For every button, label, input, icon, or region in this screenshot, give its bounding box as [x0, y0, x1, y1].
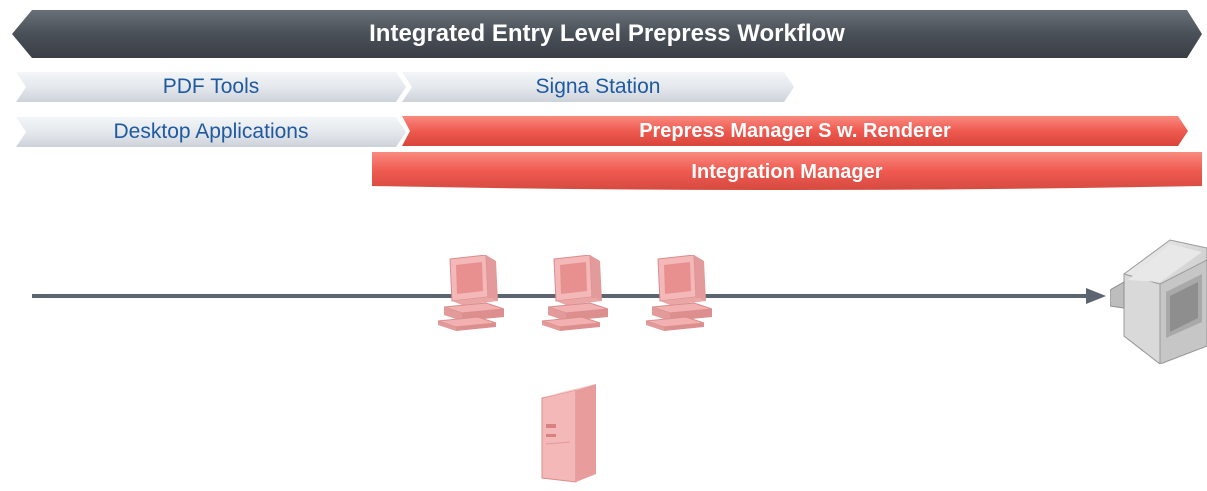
signa-station-label: Signa Station	[535, 75, 661, 98]
desktop-applications-label: Desktop Applications	[113, 120, 309, 143]
integration-manager-band: Integration Manager	[372, 152, 1202, 192]
server-tower-icon	[541, 384, 596, 483]
integration-manager-label: Integration Manager	[691, 160, 883, 183]
workflow-title-banner: Integrated Entry Level Prepress Workflow	[12, 10, 1202, 58]
prepress-manager-band: Prepress Manager S w. Renderer	[402, 114, 1188, 148]
printer-device-icon	[1110, 239, 1207, 364]
workstation-icon	[541, 255, 609, 331]
workstation-icon	[645, 255, 713, 331]
chevron-pdf-tools: PDF Tools	[16, 72, 406, 102]
banner-shape	[12, 10, 1202, 58]
chevron-desktop-applications: Desktop Applications	[16, 117, 406, 147]
pdf-tools-label: PDF Tools	[162, 75, 260, 98]
workstation-icon	[437, 255, 505, 331]
chevron-signa-station: Signa Station	[402, 72, 794, 102]
prepress-manager-label: Prepress Manager S w. Renderer	[639, 119, 951, 142]
workflow-title: Integrated Entry Level Prepress Workflow	[369, 20, 845, 47]
